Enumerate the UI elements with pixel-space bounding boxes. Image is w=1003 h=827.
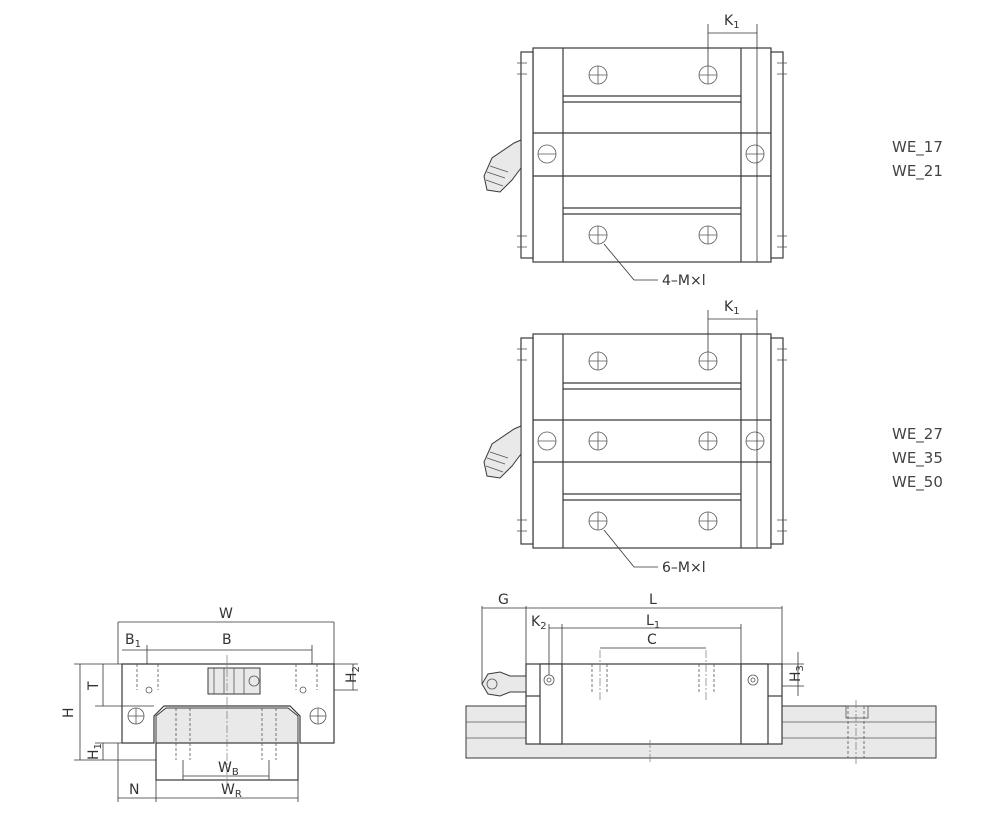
front-wr-label: WR — [221, 782, 242, 800]
grease-nipple-icon — [483, 425, 522, 479]
side-elevation-view: G L K2 L1 C H3 — [465, 592, 937, 764]
front-b-label: B — [222, 632, 232, 648]
front-wb-label: WB — [218, 760, 239, 778]
side-c-label: C — [647, 632, 657, 648]
front-section-view: W B1 B H2 T H H1 WB N WR — [61, 606, 362, 802]
front-n-label: N — [129, 782, 139, 798]
model-we17: WE_17 — [892, 138, 943, 157]
front-b1-label: B1 — [125, 632, 141, 650]
model-we27: WE_27 — [892, 425, 943, 444]
mid-plan-view-6-hole: K1 6–M×l — [483, 299, 787, 576]
top-callout: 4–M×l — [662, 273, 706, 289]
front-w-label: W — [219, 606, 233, 622]
top-k1-label: K1 — [724, 13, 740, 31]
top-plan-view-4-hole: K1 4–M×l — [483, 13, 787, 289]
front-h-label: H — [61, 707, 77, 718]
side-g-label: G — [498, 592, 509, 608]
front-h1-label: H1 — [86, 743, 104, 760]
grease-nipple-icon — [483, 139, 522, 193]
mid-callout: 6–M×l — [662, 560, 706, 576]
front-t-label: T — [86, 681, 102, 691]
model-we50: WE_50 — [892, 473, 943, 492]
side-l1-label: L1 — [646, 613, 660, 631]
side-h3-label: H3 — [788, 665, 806, 682]
mid-k1-label: K1 — [724, 299, 740, 317]
model-we21: WE_21 — [892, 162, 943, 181]
side-k2-label: K2 — [531, 614, 547, 632]
grease-nipple-icon — [481, 671, 527, 697]
front-h2-label: H2 — [344, 666, 362, 683]
side-l-label: L — [649, 592, 657, 608]
model-we35: WE_35 — [892, 449, 943, 468]
